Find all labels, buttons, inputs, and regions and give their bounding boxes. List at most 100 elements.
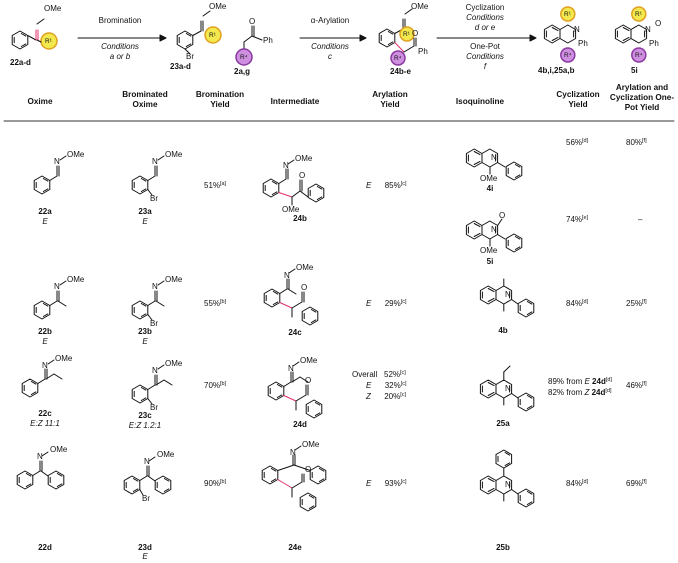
label-5i: 5i <box>631 66 638 75</box>
r4-label: R⁴ <box>564 52 572 59</box>
compound-23d: 23d <box>138 543 152 552</box>
n-label: N <box>42 361 48 370</box>
n-label: N <box>288 364 294 373</box>
structure-4i <box>465 148 523 181</box>
n-label: N <box>54 282 60 291</box>
structure-4b <box>479 278 535 318</box>
ome-label: OMe <box>165 150 183 159</box>
ome-label: OMe <box>296 263 314 272</box>
ph-label: Ph <box>578 39 588 48</box>
cyclization-yield: 84%[d] <box>566 479 589 488</box>
r4-label: R⁴ <box>394 55 402 62</box>
r1-label: R¹ <box>635 11 642 18</box>
scheme-oxime-structure <box>11 18 58 50</box>
n-label: N <box>505 384 511 393</box>
arylation-yield: E 29%[c] <box>366 299 407 308</box>
isomer-23d: E <box>142 552 148 561</box>
cyclization-yield-5i: 74%[e] <box>566 215 589 224</box>
r1-label: R¹ <box>564 11 571 18</box>
o-label: O <box>305 376 312 385</box>
compound-24c: 24c <box>288 328 302 337</box>
n-label: N <box>37 452 43 461</box>
compound-22a: 22a <box>38 207 52 216</box>
compound-23a: 23a <box>138 207 152 216</box>
structure-24e <box>261 445 327 512</box>
compound-4i: 4i <box>486 184 494 193</box>
br-label: Br <box>142 494 150 503</box>
isomer-23c: E:Z 1.2:1 <box>128 421 162 430</box>
ome-label: OMe <box>295 154 313 163</box>
n-label: N <box>491 153 497 162</box>
r1-label: R¹ <box>209 32 216 39</box>
n-label: N <box>645 25 651 34</box>
n-label: N <box>54 157 60 166</box>
label-2a-g: 2a,g <box>234 67 251 76</box>
structure-22d <box>16 451 65 490</box>
isomer-22c: E:Z 11:1 <box>30 419 60 428</box>
scheme-bromo-structure <box>176 10 222 55</box>
r1-label: R¹ <box>403 31 410 38</box>
onepot-yield: 46%[f] <box>626 381 647 390</box>
compound-22c: 22c <box>38 409 52 418</box>
ome-label: OMe <box>165 275 183 284</box>
bromination-yield: 90%[b] <box>204 479 227 488</box>
r4-label: R⁴ <box>635 52 643 59</box>
ome-label: OMe <box>209 2 227 11</box>
arylation-yield: E 93%[c] <box>366 479 407 488</box>
compound-24b: 24b <box>293 214 307 223</box>
o-label: O <box>499 211 506 220</box>
br-label: Br <box>150 319 158 328</box>
br-label: Br <box>150 194 158 203</box>
n-label: N <box>152 366 158 375</box>
o-label: O <box>301 283 308 292</box>
ome-label: OMe <box>67 275 85 284</box>
arylation-yield: E 85%[c] <box>366 181 407 190</box>
label-24b-e: 24b-e <box>390 67 411 76</box>
scheme-intermediate-structure <box>378 8 417 66</box>
o-label: O <box>249 17 256 26</box>
ome-label: OMe <box>55 354 73 363</box>
compound-24d: 24d <box>293 420 307 429</box>
cyclization-arrow-label: Cyclization <box>465 3 505 12</box>
o-label: O <box>305 465 312 474</box>
structure-23c <box>131 364 173 405</box>
ome-label: OMe <box>157 450 175 459</box>
compound-25b: 25b <box>496 543 510 552</box>
isomer-23b: E <box>142 337 148 346</box>
ph-label: Ph <box>263 36 273 45</box>
scheme-n-oxide-structure <box>614 6 648 63</box>
scheme-ketone-structure <box>235 25 263 66</box>
header-intermediate: Intermediate <box>270 97 320 106</box>
n-label: N <box>284 271 290 280</box>
ph-label: Ph <box>418 47 428 56</box>
ome-label: OMe <box>480 246 498 255</box>
ome-label: OMe <box>165 359 183 368</box>
bromination-yield: 55%[b] <box>204 299 227 308</box>
cyclization-conditions-sub: d or e <box>474 23 496 32</box>
onepot-yield: 80%[f] <box>626 138 647 147</box>
ome-label: OMe <box>67 150 85 159</box>
n-label: N <box>290 448 296 457</box>
onepot-yield-5i: – <box>638 215 643 224</box>
label-22a-d: 22a-d <box>10 58 31 67</box>
arylation-conditions-sub: c <box>328 52 332 61</box>
onepot-yield: 69%[f] <box>626 479 647 488</box>
cyclization-yield: 84%[d] <box>566 299 589 308</box>
compound-23c: 23c <box>138 411 152 420</box>
bromination-conditions-sub: a or b <box>109 52 131 61</box>
onepot-yield: 25%[f] <box>626 299 647 308</box>
cyclization-yield: 56%[d] <box>566 138 589 147</box>
structure-24c <box>263 268 319 326</box>
br-label: Br <box>150 403 158 412</box>
label-4b-i-25a-b: 4b,i,25a,b <box>538 66 575 75</box>
cyclization-yield-z: 82% from Z 24d[d] <box>548 388 612 397</box>
structure-5i <box>465 218 523 253</box>
isomer-22b: E <box>42 337 48 346</box>
bromination-arrow-label: Bromination <box>98 16 142 25</box>
ome-label: OMe <box>302 440 320 449</box>
structure-25a <box>479 365 535 412</box>
